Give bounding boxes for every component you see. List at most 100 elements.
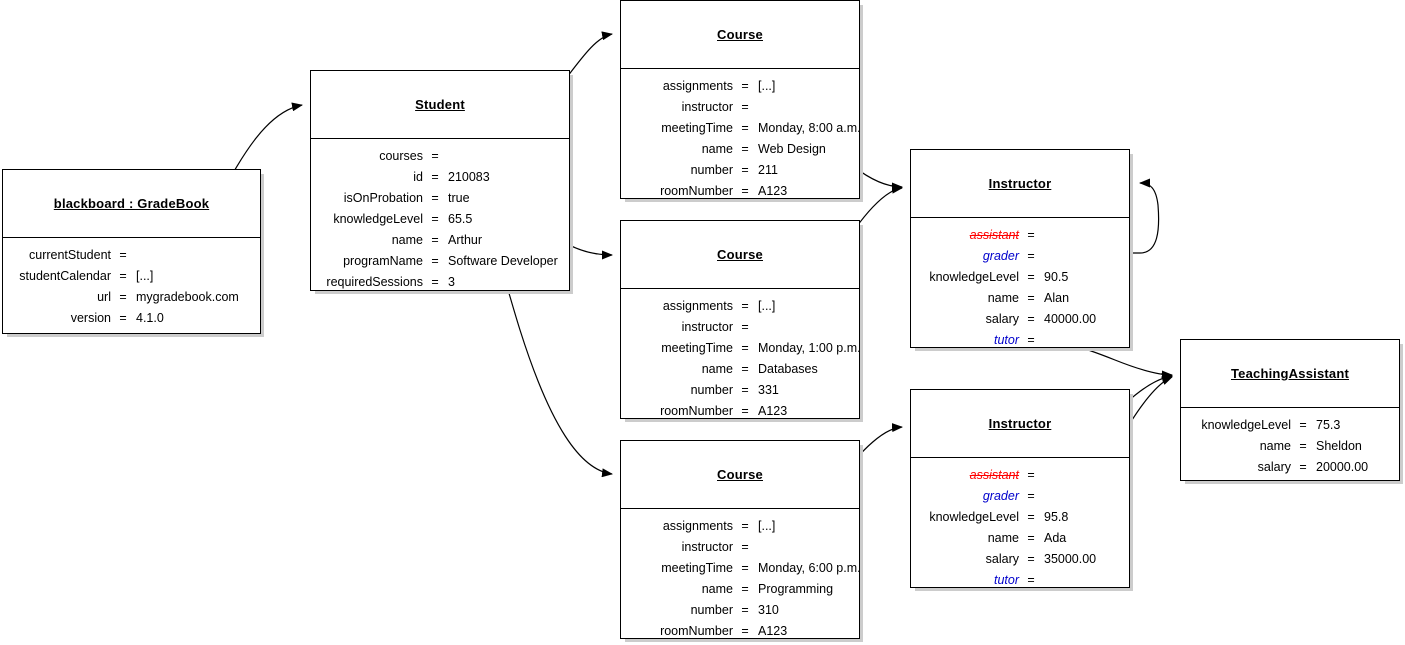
attribute-equals: = (741, 78, 749, 93)
attribute-equals: = (119, 247, 127, 262)
attribute-row[interactable]: grader = (911, 245, 1129, 266)
attribute-row[interactable]: currentStudent = (3, 244, 260, 265)
attribute-row[interactable]: instructor = (621, 96, 859, 117)
attribute-row[interactable]: name = Sheldon (1181, 435, 1399, 456)
attribute-name: salary (985, 551, 1019, 566)
attribute-row[interactable]: knowledgeLevel = 75.3 (1181, 414, 1399, 435)
attribute-name: name (1259, 438, 1291, 453)
attribute-value: Programming (758, 581, 834, 596)
attribute-value: [...] (136, 268, 154, 283)
attribute-row[interactable]: salary = 20000.00 (1181, 456, 1399, 477)
attribute-row[interactable]: number = 211 (621, 159, 859, 180)
attribute-row[interactable]: knowledgeLevel = 90.5 (911, 266, 1129, 287)
object-box-course-webdesign[interactable]: Course assignments = [...] instructor = … (620, 0, 861, 201)
attribute-value: [...] (758, 78, 776, 93)
object-header-gradebook: blackboard : GradeBook (3, 170, 260, 238)
attribute-row[interactable]: salary = 40000.00 (911, 308, 1129, 329)
attribute-row[interactable]: assistant = (911, 464, 1129, 485)
attribute-name: tutor (993, 332, 1019, 347)
attribute-equals: = (741, 361, 749, 376)
object-header-teaching-assistant: TeachingAssistant (1181, 340, 1399, 408)
object-title-student: Student (415, 97, 465, 112)
attribute-name: name (701, 581, 733, 596)
attribute-row[interactable]: roomNumber = A123 (621, 620, 859, 641)
object-header-student: Student (311, 71, 569, 139)
attribute-row[interactable]: instructor = (621, 536, 859, 557)
attribute-equals: = (119, 289, 127, 304)
attribute-row[interactable]: name = Web Design (621, 138, 859, 159)
attribute-row[interactable]: name = Arthur (311, 229, 569, 250)
attribute-value: true (448, 190, 470, 205)
attribute-equals: = (741, 99, 749, 114)
attribute-row[interactable]: assignments = [...] (621, 295, 859, 316)
attribute-equals: = (119, 310, 127, 325)
attribute-row[interactable]: assistant = (911, 224, 1129, 245)
object-box-instructor-ada[interactable]: Instructor assistant = grader = knowledg… (910, 389, 1130, 588)
attribute-name: roomNumber (660, 623, 733, 638)
attribute-name: knowledgeLevel (929, 509, 1019, 524)
attribute-row[interactable]: meetingTime = Monday, 8:00 a.m. (621, 117, 861, 138)
attribute-value: Monday, 8:00 a.m. (758, 120, 861, 135)
attribute-row[interactable]: meetingTime = Monday, 1:00 p.m. (621, 337, 860, 358)
attribute-row[interactable]: requiredSessions = 3 (311, 271, 569, 292)
attribute-row[interactable]: roomNumber = A123 (621, 400, 859, 421)
attribute-row[interactable]: programName = Software Developer (311, 250, 569, 271)
attribute-equals: = (1027, 530, 1035, 545)
attribute-name: meetingTime (661, 560, 733, 575)
attribute-value: Monday, 6:00 p.m. (758, 560, 861, 575)
attribute-row[interactable]: instructor = (621, 316, 859, 337)
attribute-equals: = (1299, 459, 1307, 474)
attribute-value: A123 (758, 403, 788, 418)
attribute-row[interactable]: number = 310 (621, 599, 859, 620)
attribute-name: instructor (681, 99, 733, 114)
attribute-row[interactable]: name = Databases (621, 358, 859, 379)
attribute-name: assignments (662, 298, 733, 313)
object-title-gradebook: blackboard : GradeBook (53, 196, 210, 211)
attribute-row[interactable]: name = Programming (621, 578, 859, 599)
attribute-row[interactable]: tutor = (911, 329, 1129, 350)
attribute-row[interactable]: knowledgeLevel = 95.8 (911, 506, 1129, 527)
object-box-course-programming[interactable]: Course assignments = [...] instructor = … (620, 440, 861, 641)
attribute-equals: = (1027, 227, 1035, 242)
object-box-gradebook[interactable]: blackboard : GradeBook currentStudent = … (2, 169, 261, 334)
attribute-row[interactable]: id = 210083 (311, 166, 569, 187)
attribute-name: number (690, 382, 733, 397)
attribute-value: 95.8 (1044, 509, 1069, 524)
attribute-equals: = (741, 319, 749, 334)
attribute-row[interactable]: version = 4.1.0 (3, 307, 260, 328)
object-box-teaching-assistant[interactable]: TeachingAssistant knowledgeLevel = 75.3 … (1180, 339, 1400, 481)
attribute-row[interactable]: salary = 35000.00 (911, 548, 1129, 569)
attribute-row[interactable]: grader = (911, 485, 1129, 506)
attribute-equals: = (741, 340, 749, 355)
attribute-equals: = (741, 120, 749, 135)
attribute-name: version (70, 310, 111, 325)
attribute-equals: = (431, 274, 439, 289)
attribute-name: knowledgeLevel (333, 211, 423, 226)
attribute-equals: = (1027, 248, 1035, 263)
attribute-equals: = (741, 183, 749, 198)
attribute-equals: = (741, 403, 749, 418)
attribute-row[interactable]: number = 331 (621, 379, 859, 400)
object-attributes-student: courses = id = 210083 isOnProbation = tr… (311, 139, 569, 298)
attribute-row[interactable]: courses = (311, 145, 569, 166)
object-box-student[interactable]: Student courses = id = 210083 isOnProbat… (310, 70, 570, 291)
attribute-row[interactable]: isOnProbation = true (311, 187, 569, 208)
object-box-instructor-alan[interactable]: Instructor assistant = grader = knowledg… (910, 149, 1130, 348)
attribute-value: Alan (1044, 290, 1070, 305)
attribute-value: A123 (758, 183, 788, 198)
attribute-row[interactable]: tutor = (911, 569, 1129, 590)
attribute-row[interactable]: assignments = [...] (621, 515, 859, 536)
attribute-row[interactable]: name = Alan (911, 287, 1129, 308)
object-attributes-teaching-assistant: knowledgeLevel = 75.3 name = Sheldon sal… (1181, 408, 1399, 483)
attribute-row[interactable]: studentCalendar = [...] (3, 265, 260, 286)
attribute-value: Databases (758, 361, 818, 376)
object-attributes-course-databases: assignments = [...] instructor = meeting… (621, 289, 861, 427)
attribute-row[interactable]: name = Ada (911, 527, 1129, 548)
attribute-equals: = (741, 602, 749, 617)
attribute-row[interactable]: url = mygradebook.com (3, 286, 260, 307)
object-box-course-databases[interactable]: Course assignments = [...] instructor = … (620, 220, 861, 419)
attribute-row[interactable]: assignments = [...] (621, 75, 859, 96)
attribute-row[interactable]: knowledgeLevel = 65.5 (311, 208, 569, 229)
attribute-row[interactable]: meetingTime = Monday, 6:00 p.m. (621, 557, 861, 578)
attribute-row[interactable]: roomNumber = A123 (621, 180, 859, 201)
